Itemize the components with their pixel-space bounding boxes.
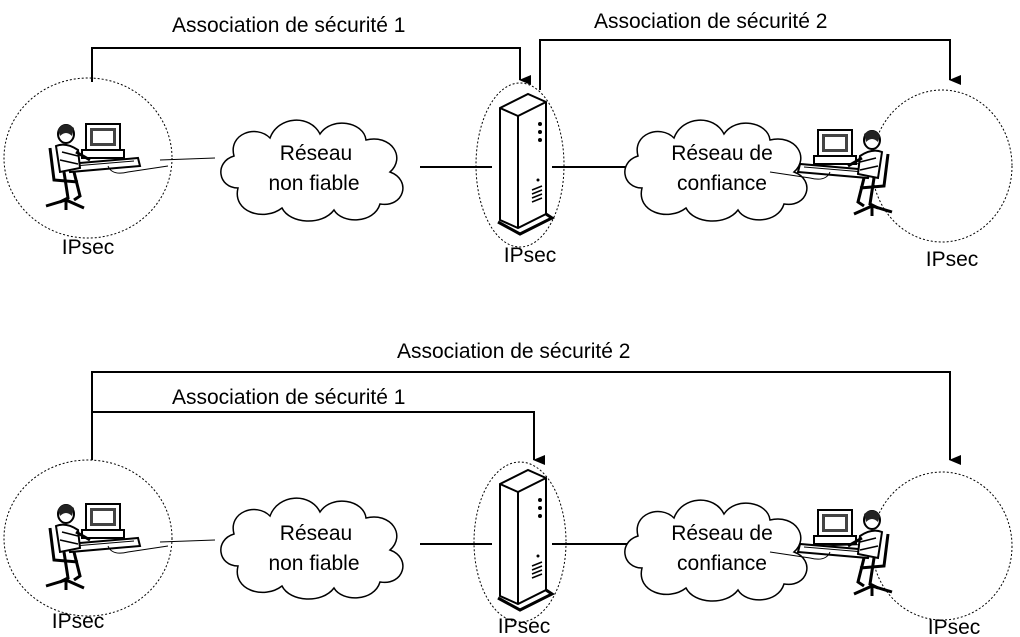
host-left-circle — [3, 77, 173, 239]
association-2-label: Association de sécurité 2 — [397, 340, 630, 363]
association-2-label: Association de sécurité 2 — [594, 10, 827, 33]
association-1-connector — [91, 47, 531, 85]
network-1-line1: Réseau — [280, 142, 352, 165]
host-left-label: IPsec — [52, 610, 105, 633]
workstation-user-icon — [44, 122, 170, 212]
workstation-user-icon — [44, 502, 170, 592]
network-1-line1: Réseau — [280, 522, 352, 545]
host-left-circle — [3, 459, 173, 617]
diagram-bottom: Association de sécurité 2 Association de… — [3, 340, 1013, 637]
network-2-line1: Réseau de — [671, 142, 773, 165]
network-1-line2: non fiable — [268, 172, 359, 195]
gateway-label: IPsec — [504, 244, 557, 267]
network-2-line2: confiance — [677, 552, 767, 575]
gateway-circle — [475, 82, 565, 248]
network-2-line1: Réseau de — [671, 522, 773, 545]
link — [159, 539, 216, 543]
gateway-circle — [473, 461, 567, 623]
link — [159, 157, 216, 161]
ipsec-gateway-icon — [496, 92, 554, 236]
association-2-connector — [91, 371, 961, 465]
host-right-circle — [871, 89, 1013, 243]
ipsec-gateway-icon — [496, 468, 554, 612]
host-right-label: IPsec — [928, 616, 981, 637]
association-1-label: Association de sécurité 1 — [172, 14, 405, 37]
trusted-network-cloud — [624, 119, 808, 222]
gateway-label: IPsec — [498, 615, 551, 637]
network-2-line2: confiance — [677, 172, 767, 195]
association-2-connector — [539, 39, 961, 90]
host-right-label: IPsec — [926, 248, 979, 271]
host-left-label: IPsec — [62, 236, 115, 259]
association-1-connector — [92, 411, 545, 465]
diagram-top: Association de sécurité 1 Association de… — [3, 10, 1013, 271]
untrusted-network-cloud — [220, 119, 404, 222]
network-1-line2: non fiable — [268, 552, 359, 575]
trusted-network-cloud — [624, 499, 808, 602]
association-1-label: Association de sécurité 1 — [172, 386, 405, 409]
host-right-circle — [871, 471, 1013, 621]
untrusted-network-cloud — [220, 497, 404, 600]
